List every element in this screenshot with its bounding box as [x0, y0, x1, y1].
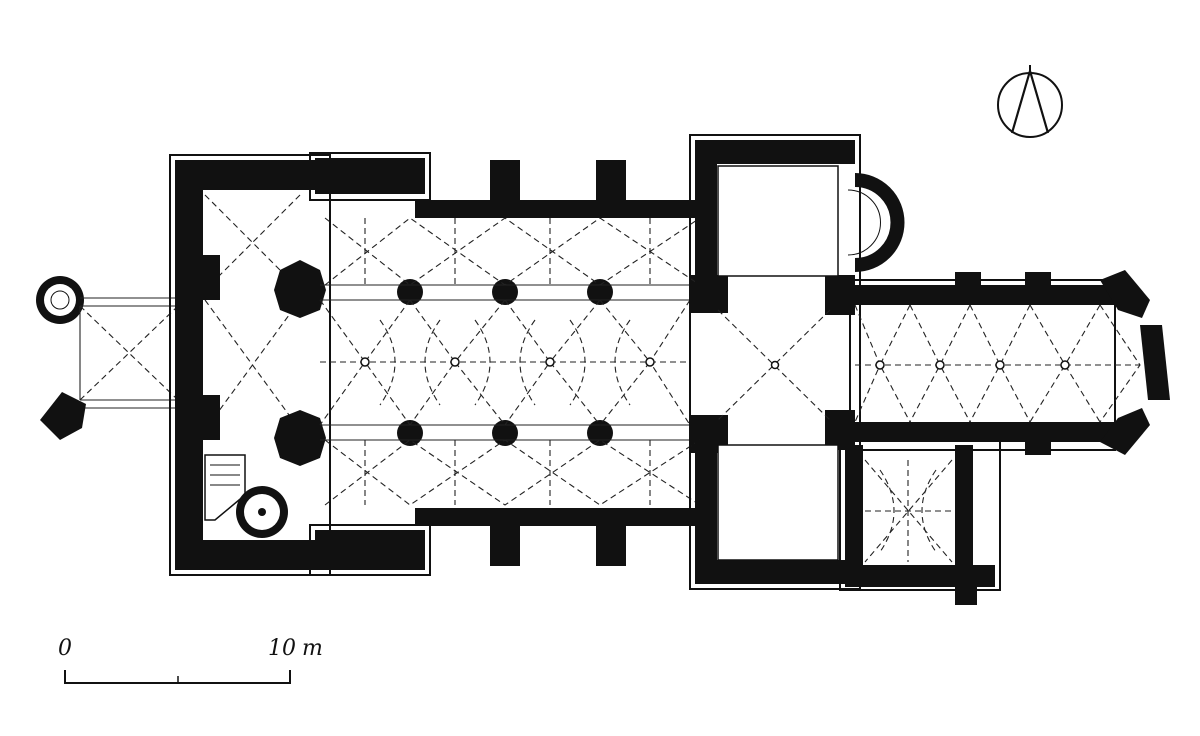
nave-pier-north — [274, 260, 728, 318]
scale-start-label: 0 — [58, 636, 72, 661]
nave — [274, 152, 728, 576]
scale-bar: 0 10 m — [58, 636, 323, 684]
crossing — [689, 134, 905, 590]
north-arrow-icon — [997, 65, 1063, 138]
north-aisle-vault — [324, 217, 701, 286]
nave-pier-south — [274, 410, 728, 466]
west-porch — [40, 297, 179, 440]
south-aisle-vault — [324, 439, 701, 506]
nave-net-vault — [319, 299, 691, 426]
west-stair-tower — [36, 276, 84, 324]
sacristy — [839, 439, 1001, 605]
sacristy-star-vault — [864, 459, 953, 563]
scale-end-label: 10 — [268, 636, 296, 661]
choir-net-vault — [854, 304, 1141, 423]
westwork — [169, 154, 331, 576]
scale-unit-label: m — [302, 636, 323, 661]
choir — [849, 270, 1170, 455]
